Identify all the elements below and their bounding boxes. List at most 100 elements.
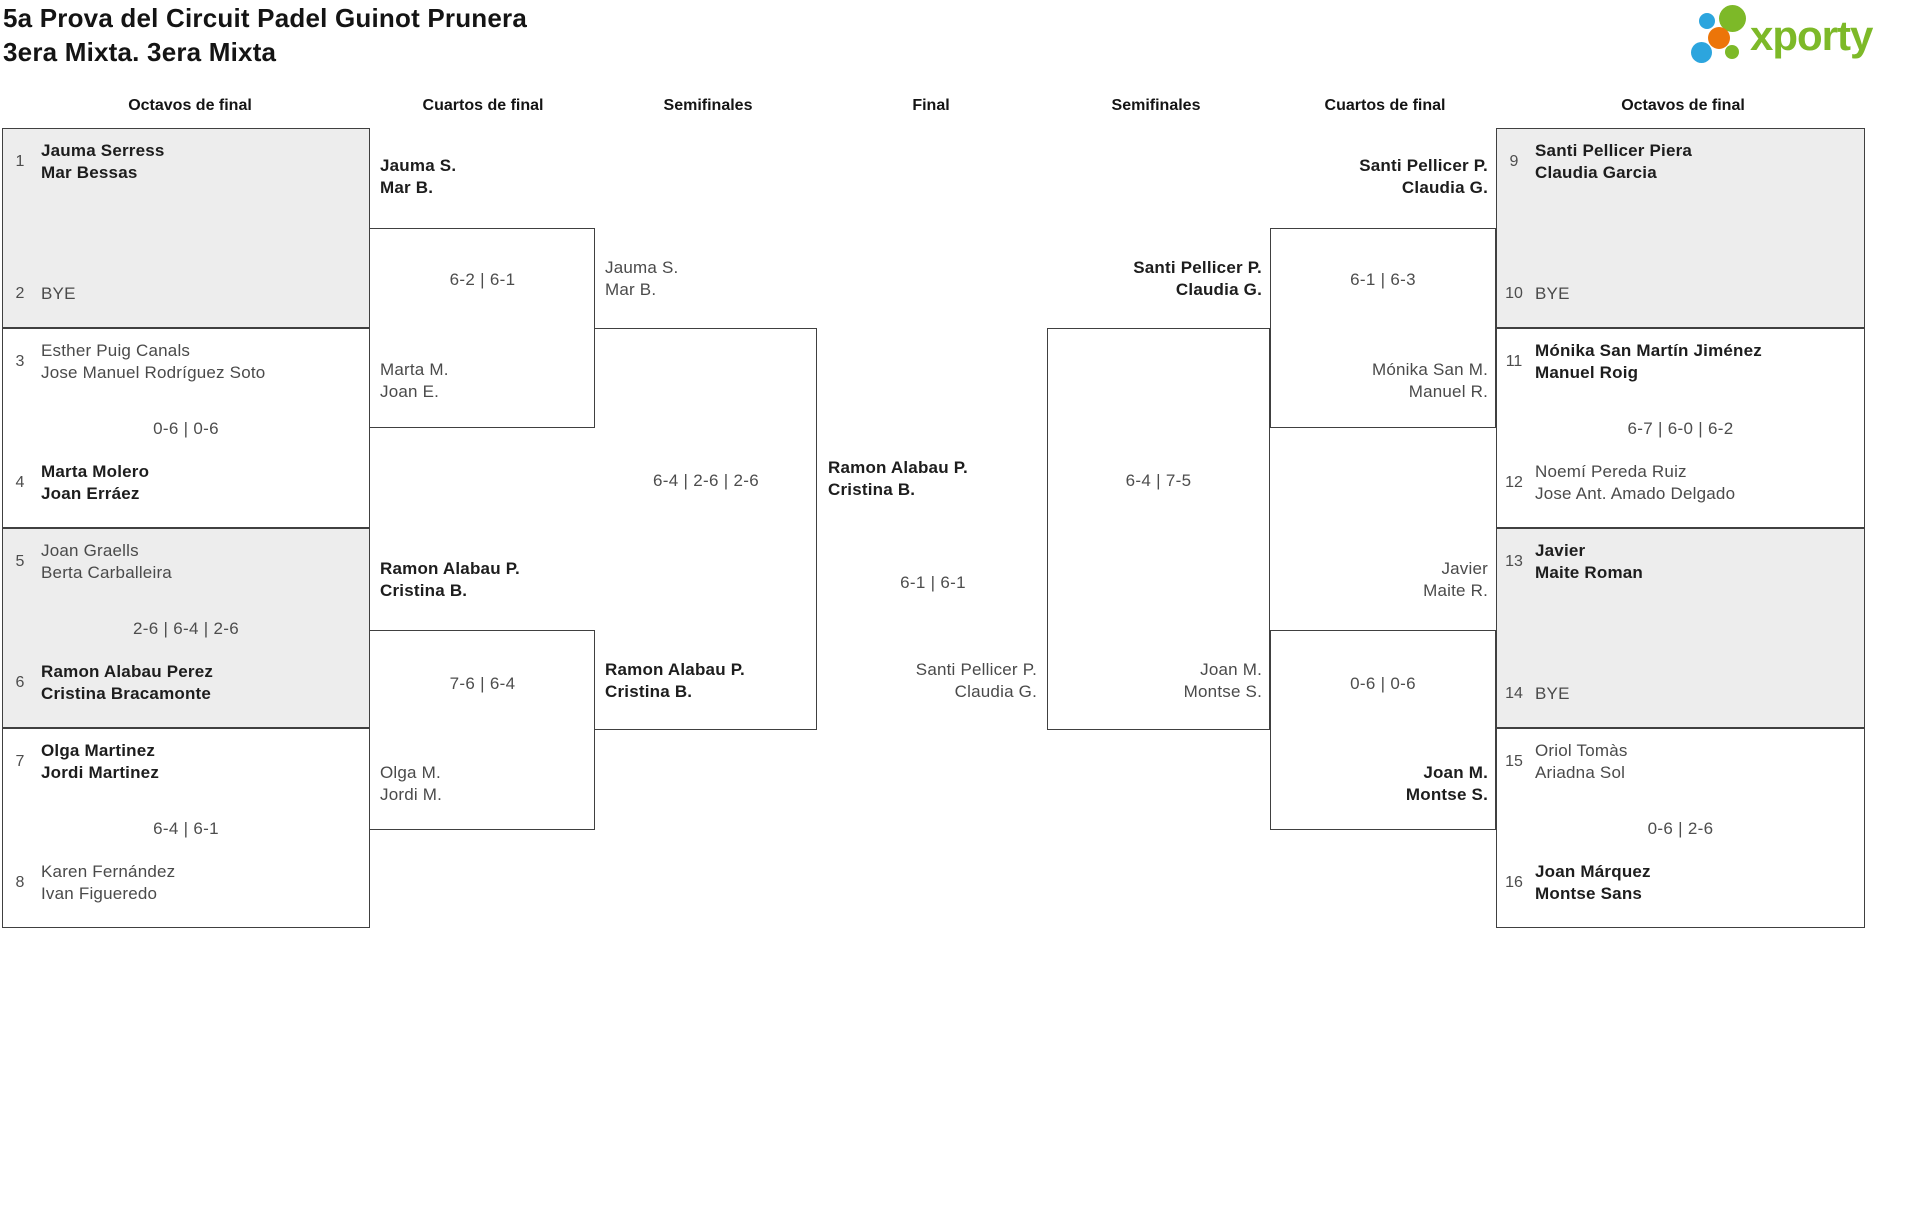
seed-number: 3 bbox=[15, 353, 25, 370]
seed-number: 5 bbox=[15, 553, 25, 570]
seed-number: 9 bbox=[1509, 153, 1519, 170]
seed-number: 10 bbox=[1505, 285, 1523, 302]
match-score: 2-6 | 6-4 | 2-6 bbox=[133, 619, 239, 638]
match-box-cuartos-left-1 bbox=[370, 228, 595, 428]
logo-dot-blue-large bbox=[1691, 42, 1712, 63]
logo-wordmark: xporty bbox=[1750, 12, 1873, 59]
round-header-final: Final bbox=[912, 97, 950, 114]
round-header-octavos-right: Octavos de final bbox=[1621, 97, 1745, 114]
seed-number: 2 bbox=[15, 285, 25, 302]
match-box-cuartos-right-1 bbox=[1270, 228, 1496, 428]
round-header-cuartos-left: Cuartos de final bbox=[422, 97, 544, 114]
match-score: 6-4 | 6-1 bbox=[153, 819, 219, 838]
semifinal-right-bottom-team: Joan M.Montse S. bbox=[1183, 660, 1262, 701]
cuartos-left-1-bottom-team: Marta M.Joan E. bbox=[380, 360, 449, 401]
logo-dot-orange bbox=[1708, 27, 1730, 49]
match-score: 0-6 | 0-6 bbox=[153, 419, 219, 438]
logo-dot-blue-small bbox=[1699, 13, 1715, 29]
cuartos-left-2-top-team: Ramon Alabau P.Cristina B. bbox=[380, 559, 520, 600]
seed-number: 13 bbox=[1505, 553, 1523, 570]
seed-number: 6 bbox=[15, 674, 25, 691]
match-box-cuartos-left-2 bbox=[370, 630, 595, 830]
seed-number: 4 bbox=[15, 474, 25, 491]
semifinal-right-score: 6-4 | 7-5 bbox=[1125, 471, 1192, 490]
cuartos-left-2-score: 7-6 | 6-4 bbox=[449, 674, 516, 693]
match-box-cuartos-right-2 bbox=[1270, 630, 1496, 830]
cuartos-left-2-bottom-team: Olga M.Jordi M. bbox=[380, 763, 443, 804]
seed-number: 7 bbox=[15, 753, 25, 770]
round-header-cuartos-right: Cuartos de final bbox=[1324, 97, 1446, 114]
match-box-semifinal-left bbox=[595, 328, 817, 730]
cuartos-right-1-top-team: Santi Pellicer P.Claudia G. bbox=[1359, 156, 1488, 197]
page-title-line1: 5a Prova del Circuit Padel Guinot Pruner… bbox=[3, 3, 528, 33]
round-header-semis-left: Semifinales bbox=[663, 97, 753, 114]
team-names: BYE bbox=[1535, 684, 1570, 703]
logo-dot-green-small bbox=[1725, 45, 1739, 59]
seed-number: 14 bbox=[1505, 685, 1523, 702]
seed-number: 15 bbox=[1505, 753, 1523, 770]
cuartos-right-2-score: 0-6 | 0-6 bbox=[1350, 674, 1416, 693]
seed-number: 16 bbox=[1505, 874, 1523, 891]
semifinal-left-score: 6-4 | 2-6 | 2-6 bbox=[653, 471, 759, 490]
semifinal-left-bottom-team: Ramon Alabau P.Cristina B. bbox=[605, 660, 745, 701]
page-title-line2: 3era Mixta. 3era Mixta bbox=[3, 37, 277, 67]
cuartos-left-1-top-team: Jauma S.Mar B. bbox=[380, 156, 457, 197]
final-top-team: Ramon Alabau P.Cristina B. bbox=[828, 458, 968, 499]
round-header-octavos-left: Octavos de final bbox=[128, 97, 252, 114]
cuartos-right-2-bottom-team: Joan M.Montse S. bbox=[1405, 763, 1488, 804]
semifinal-right-top-team: Santi Pellicer P.Claudia G. bbox=[1133, 258, 1262, 299]
team-row: 10 BYE bbox=[1501, 283, 1860, 305]
seed-number: 1 bbox=[15, 153, 25, 170]
cuartos-left-1-score: 6-2 | 6-1 bbox=[449, 270, 516, 289]
team-names: BYE bbox=[41, 284, 76, 303]
team-names: BYE bbox=[1535, 284, 1570, 303]
seed-number: 11 bbox=[1505, 353, 1523, 370]
round-header-semis-right: Semifinales bbox=[1111, 97, 1201, 114]
match-score: 6-7 | 6-0 | 6-2 bbox=[1627, 419, 1734, 438]
seed-number: 8 bbox=[15, 874, 25, 891]
match-score: 0-6 | 2-6 bbox=[1647, 819, 1714, 838]
cuartos-right-1-score: 6-1 | 6-3 bbox=[1350, 270, 1416, 289]
final-bottom-team: Santi Pellicer P.Claudia G. bbox=[915, 660, 1037, 701]
team-row: 2 BYE bbox=[7, 283, 365, 305]
seed-number: 12 bbox=[1505, 474, 1523, 491]
final-score: 6-1 | 6-1 bbox=[900, 573, 966, 592]
cuartos-right-1-bottom-team: Mónika San M.Manuel R. bbox=[1372, 360, 1488, 401]
semifinal-left-top-team: Jauma S.Mar B. bbox=[605, 258, 679, 299]
match-box-semifinal-right bbox=[1047, 328, 1270, 730]
